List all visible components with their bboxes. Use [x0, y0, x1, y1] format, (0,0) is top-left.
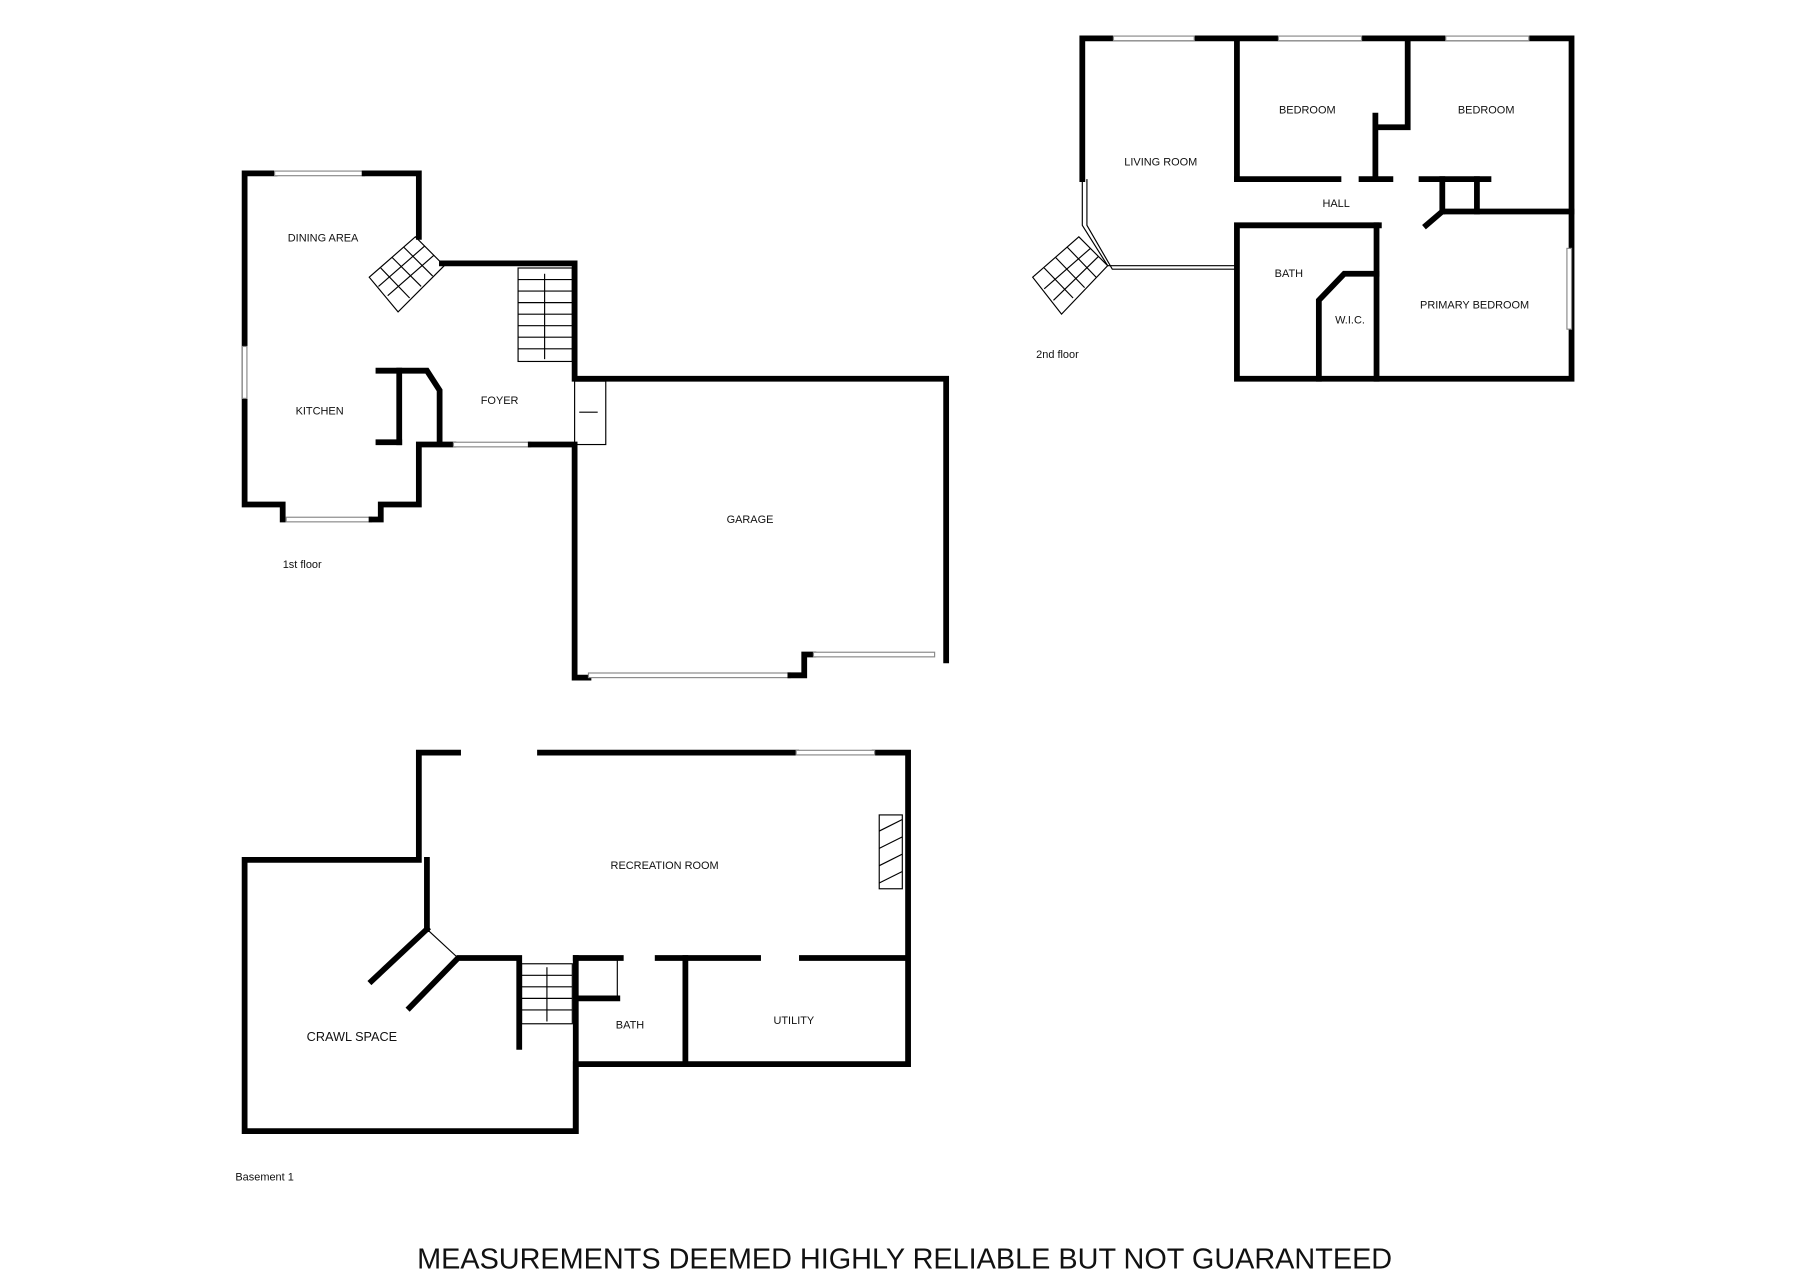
window [274, 170, 366, 177]
stairs [520, 963, 573, 1025]
room-label-hall: HALL [1322, 198, 1349, 210]
fireplace [878, 814, 903, 890]
stairs [368, 236, 573, 363]
room-label-kitchen: KITCHEN [296, 406, 344, 418]
room-label-primary-bedroom: PRIMARY BEDROOM [1420, 299, 1529, 311]
first-floor-plan: DINING AREA KITCHEN FOYER GARAGE 1st flo… [241, 170, 950, 681]
garage-door [812, 651, 936, 658]
window [285, 516, 373, 523]
floor-label-second: 2nd floor [1036, 349, 1079, 361]
room-label-wic: W.I.C. [1335, 314, 1365, 326]
floor-label-first: 1st floor [283, 559, 322, 571]
room-label-bath: BATH [1275, 268, 1303, 280]
stairs [1031, 236, 1109, 316]
second-floor-plan: LIVING ROOM BEDROOM BEDROOM HALL BATH W.… [1031, 35, 1575, 382]
room-label-foyer: FOYER [481, 395, 519, 407]
room-label-bedroom: BEDROOM [1279, 104, 1336, 116]
window [795, 749, 876, 756]
room-label-living: LIVING ROOM [1124, 156, 1197, 168]
window [1112, 35, 1195, 42]
room-label-dining: DINING AREA [288, 232, 359, 244]
basement-plan: RECREATION ROOM CRAWL SPACE BATH UTILITY… [235, 749, 911, 1184]
window [1277, 35, 1363, 42]
window [241, 345, 248, 399]
window [1445, 35, 1530, 42]
disclaimer-footer: MEASUREMENTS DEEMED HIGHLY RELIABLE BUT … [417, 1243, 1392, 1275]
window [452, 441, 532, 448]
room-label-bedroom: BEDROOM [1458, 104, 1515, 116]
room-label-crawl-space: CRAWL SPACE [307, 1030, 397, 1044]
room-label-garage: GARAGE [727, 514, 774, 526]
room-label-recreation: RECREATION ROOM [611, 860, 719, 872]
window [1566, 247, 1573, 330]
room-label-utility: UTILITY [773, 1015, 814, 1027]
floor-label-basement: Basement 1 [235, 1172, 293, 1184]
garage-door [587, 672, 791, 679]
room-label-bath: BATH [616, 1019, 644, 1031]
